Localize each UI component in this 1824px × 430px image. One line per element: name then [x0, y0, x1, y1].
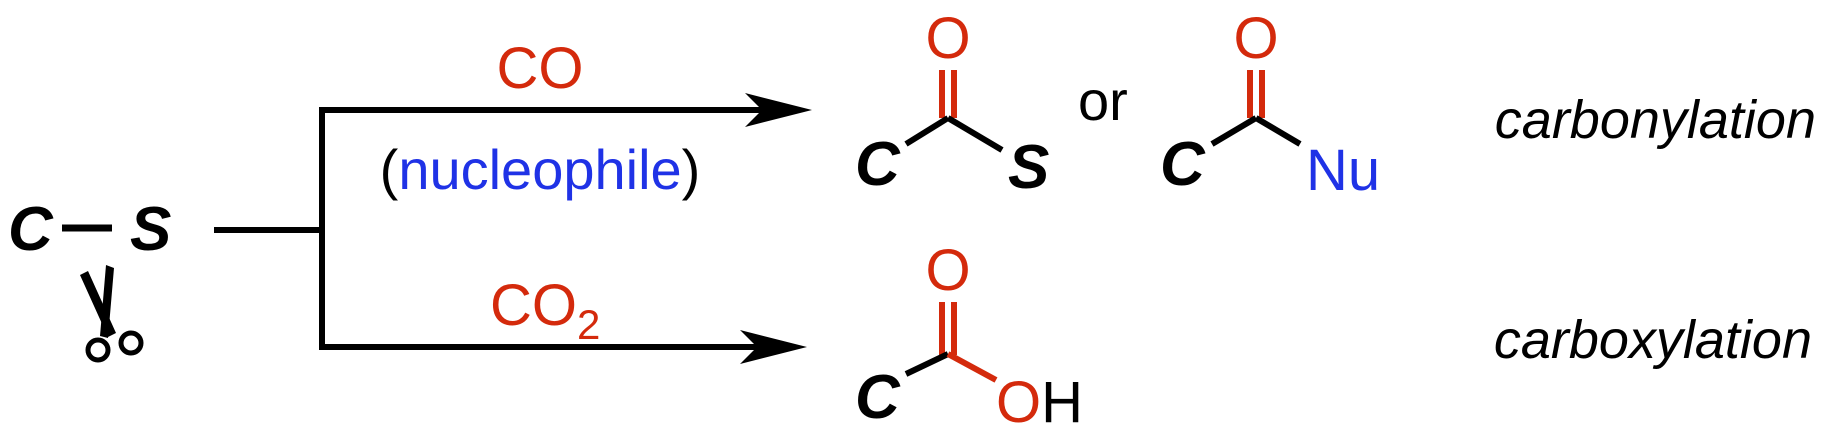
top-arrowhead — [745, 93, 812, 127]
paren-open: ( — [380, 138, 399, 201]
label-carbonylation: carbonylation — [1495, 90, 1816, 150]
thioester-sulfur: S — [1008, 133, 1049, 202]
bottom-arrowhead — [740, 330, 807, 364]
scissors-icon — [80, 265, 144, 363]
reaction-arrows — [214, 107, 770, 350]
acid-carbon: C — [855, 363, 901, 430]
or-label: or — [1078, 69, 1128, 132]
thioester-carbon: C — [855, 130, 901, 199]
acid-hydroxyl-oxygen: O — [996, 370, 1041, 430]
reagent-nucleophile-line: (nucleophile) — [380, 138, 701, 201]
acyl-nucleophile-product: O C Nu — [1160, 6, 1380, 203]
reactant-carbon: C — [8, 195, 54, 264]
acid-hydroxyl-hydrogen: H — [1041, 370, 1083, 430]
acyl-carbon: C — [1160, 130, 1206, 199]
reactant-sulfur: S — [130, 195, 171, 264]
acyl-nucleophile: Nu — [1306, 138, 1380, 203]
reagent-co: CO — [497, 36, 584, 101]
reagent-co2: CO2 — [490, 273, 600, 348]
carboxylic-acid-product: O C OH — [855, 238, 1083, 430]
label-carboxylation: carboxylation — [1494, 310, 1812, 370]
thioester-product: O C S — [855, 6, 1049, 202]
acid-carbonyl-oxygen: O — [925, 238, 970, 303]
thioester-oxygen: O — [925, 6, 970, 71]
acyl-oxygen: O — [1233, 6, 1278, 71]
acid-hydroxyl: OH — [996, 370, 1083, 430]
paren-close: ) — [682, 138, 701, 201]
reagent-co2-subscript: 2 — [577, 301, 600, 348]
reagent-co2-main: CO — [490, 273, 577, 338]
reagent-nucleophile: nucleophile — [398, 138, 681, 201]
